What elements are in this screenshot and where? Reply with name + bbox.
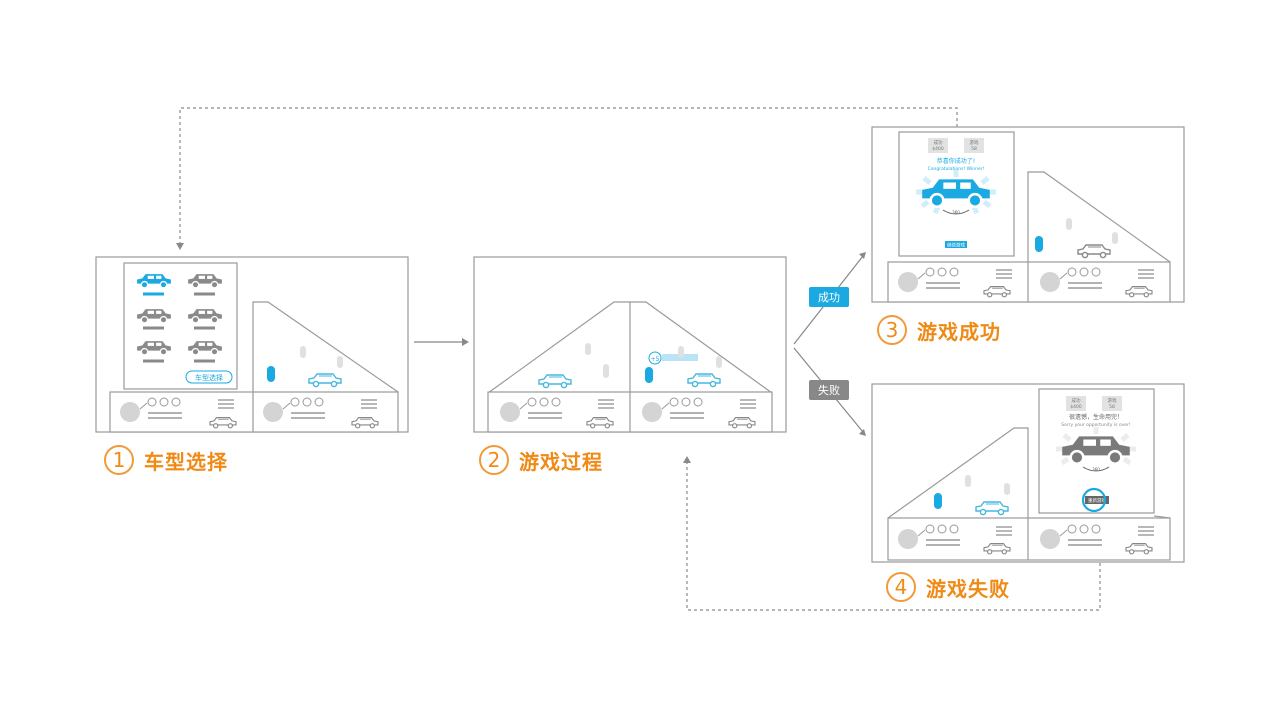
step-3-title: 游戏成功 — [917, 319, 1001, 344]
fail-stat2-value: 58 — [1109, 404, 1115, 410]
success-title: 恭喜你成功了! — [937, 157, 975, 165]
loop-back-to-select — [179, 107, 958, 244]
step-2-title: 游戏过程 — [519, 449, 603, 474]
screen-3-success: 成功 $400 游戏 58 恭喜你成功了! Congratulations! W… — [871, 126, 1185, 303]
step-4-title: 游戏失败 — [926, 576, 1010, 601]
branch-success-tag: 成功 — [809, 287, 849, 307]
loop-back-to-game — [686, 462, 1101, 611]
fail-title: 很遗憾，生命用完！ — [1069, 413, 1123, 421]
success-rotate-label: 360 — [952, 210, 960, 215]
step-2-number: 2 — [479, 445, 509, 475]
branch-arrows — [793, 252, 866, 436]
branch-fail-tag: 失败 — [809, 380, 849, 400]
fail-subtitle: Sorry your opportunity is over! — [1061, 422, 1131, 428]
step-1-title: 车型选择 — [144, 449, 228, 474]
success-stat1-value: $400 — [932, 146, 944, 152]
success-subtitle: Congratulations! Winner! — [928, 166, 985, 172]
continue-game-button[interactable]: 继续游戏 — [947, 242, 965, 249]
arrow-step1-to-step2 — [414, 338, 469, 346]
step-4-label: 4 游戏失败 — [886, 572, 1010, 602]
step-4-number: 4 — [886, 572, 916, 602]
restart-game-button[interactable]: 重新游戏 — [1088, 497, 1106, 504]
success-stat1-label: 成功 — [934, 139, 943, 146]
step-1-number: 1 — [104, 445, 134, 475]
select-car-button[interactable]: 车型选择 — [195, 373, 223, 382]
fail-burst — [1056, 427, 1136, 466]
step-2-label: 2 游戏过程 — [479, 445, 603, 475]
success-stat2-label: 游戏 — [970, 139, 979, 146]
fail-stat1-label: 成功 — [1072, 397, 1081, 404]
success-burst — [916, 170, 996, 215]
step-3-number: 3 — [877, 315, 907, 345]
screen-1-car-select: 车型选择 — [95, 256, 409, 433]
screen-4-fail: 成功 $400 游戏 58 很遗憾，生命用完！ Sorry your oppor… — [871, 383, 1185, 563]
step-3-label: 3 游戏成功 — [877, 315, 1001, 345]
fail-rotate-label: 360 — [1092, 467, 1100, 472]
bonus-label: +5 — [651, 356, 660, 363]
screen-2-game-process: +5 — [473, 256, 787, 433]
step-1-label: 1 车型选择 — [104, 445, 228, 475]
success-stat2-value: 58 — [971, 146, 977, 152]
fail-stat2-label: 游戏 — [1108, 397, 1117, 404]
fail-stat1-value: $400 — [1070, 404, 1082, 410]
highlight-circle — [1081, 487, 1107, 513]
